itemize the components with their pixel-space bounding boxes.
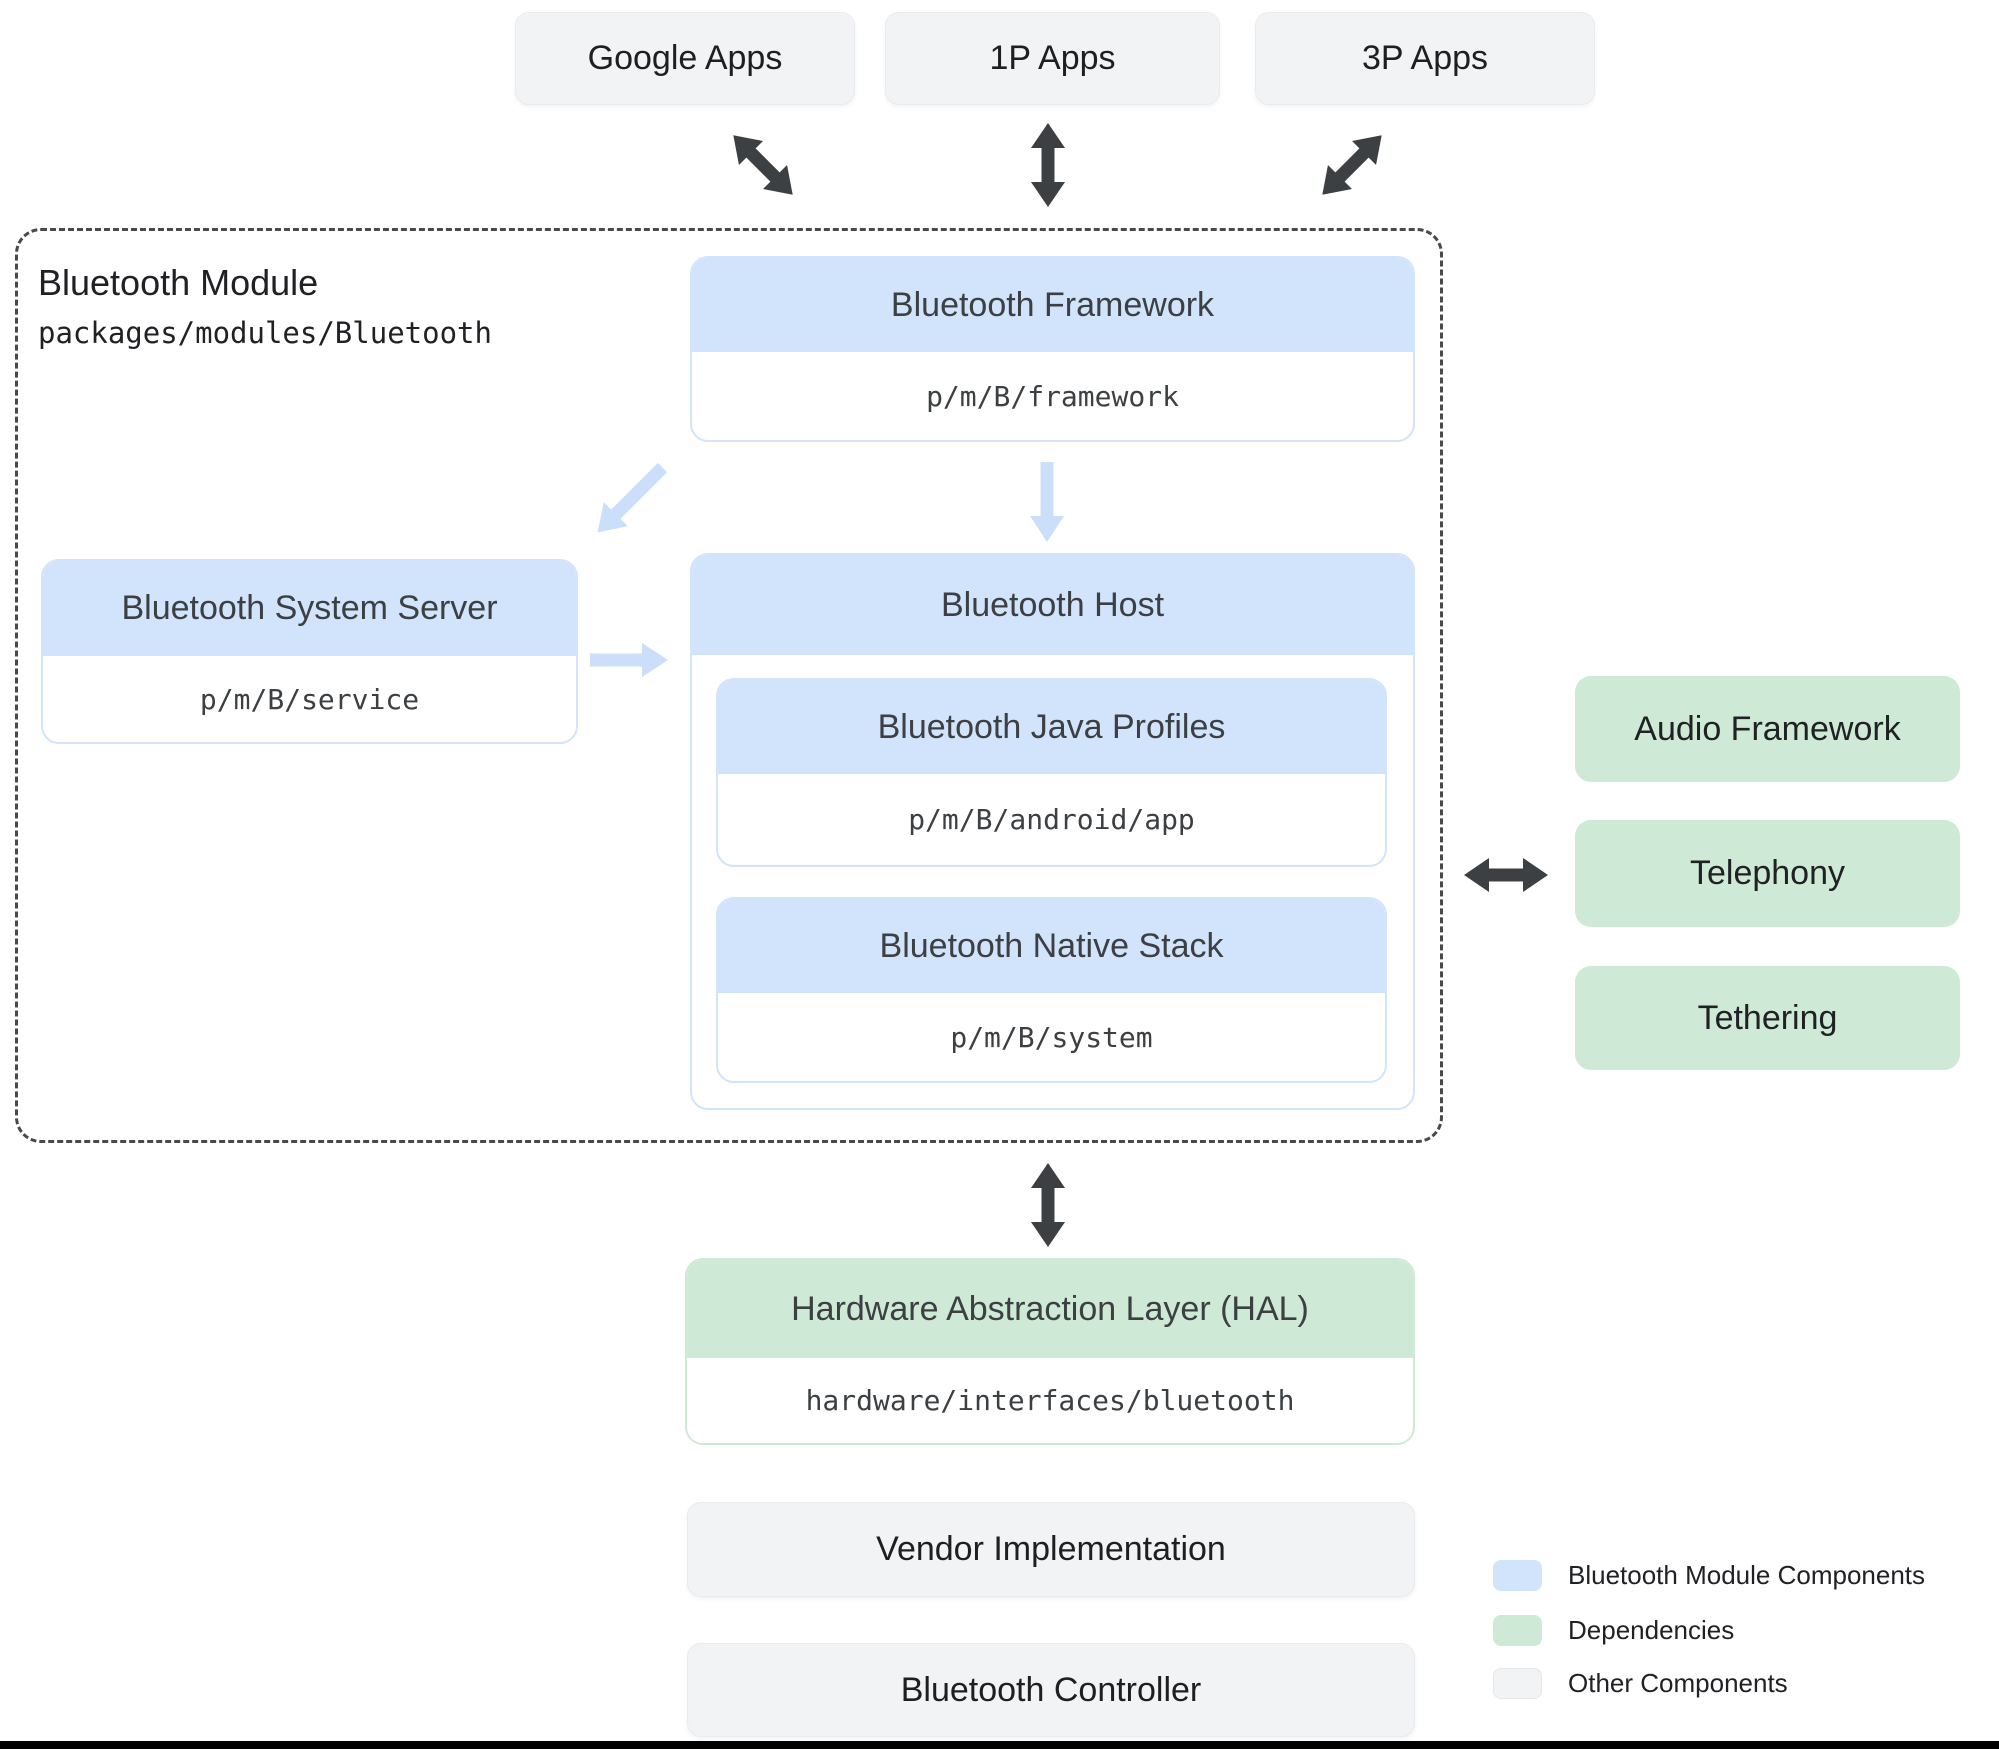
- legend-label-module-components: Bluetooth Module Components: [1568, 1560, 1926, 1590]
- hal-path: hardware/interfaces/bluetooth: [805, 1384, 1295, 1417]
- bluetooth-framework-path: p/m/B/framework: [926, 379, 1179, 413]
- system-server-to-host-arrow-icon: [590, 640, 668, 680]
- tethering-label: Tethering: [1697, 998, 1838, 1037]
- first-party-apps-label: 1P Apps: [989, 39, 1116, 77]
- bluetooth-controller-box: Bluetooth Controller: [687, 1643, 1415, 1737]
- google-apps-bidirectional-arrow-icon: [718, 120, 809, 211]
- google-apps-label: Google Apps: [587, 39, 783, 77]
- screenshot-bottom-edge: [0, 1741, 1999, 1749]
- legend-label-other-components: Other Components: [1568, 1668, 1788, 1698]
- legend-swatch-dependencies: [1493, 1615, 1542, 1646]
- bluetooth-native-stack-title: Bluetooth Native Stack: [718, 899, 1385, 993]
- bluetooth-module-title: Bluetooth Module: [38, 262, 319, 303]
- bluetooth-java-profiles-path: p/m/B/android/app: [908, 803, 1195, 836]
- tethering-box: Tethering: [1575, 966, 1960, 1070]
- bluetooth-system-server-card: Bluetooth System Server p/m/B/service: [41, 559, 578, 744]
- bluetooth-host-title: Bluetooth Host: [692, 555, 1413, 655]
- bluetooth-controller-label: Bluetooth Controller: [900, 1670, 1202, 1709]
- hal-card: Hardware Abstraction Layer (HAL) hardwar…: [685, 1258, 1415, 1445]
- module-to-dependencies-bidirectional-arrow-icon: [1464, 853, 1548, 897]
- telephony-label: Telephony: [1689, 854, 1845, 892]
- bluetooth-native-stack-card: Bluetooth Native Stack p/m/B/system: [716, 897, 1387, 1083]
- legend-swatch-module-components: [1493, 1560, 1542, 1591]
- google-apps-box: Google Apps: [515, 12, 855, 105]
- framework-to-host-arrow-icon: [1027, 462, 1067, 542]
- vendor-implementation-box: Vendor Implementation: [687, 1502, 1415, 1597]
- framework-to-system-server-arrow-icon: [583, 453, 676, 546]
- bluetooth-java-profiles-card: Bluetooth Java Profiles p/m/B/android/ap…: [716, 678, 1387, 867]
- bluetooth-module-path: packages/modules/Bluetooth: [38, 316, 492, 350]
- first-party-apps-bidirectional-arrow-icon: [1026, 123, 1070, 207]
- bluetooth-system-server-path: p/m/B/service: [199, 682, 420, 716]
- bluetooth-module-container: [15, 228, 1443, 1143]
- telephony-box: Telephony: [1575, 820, 1960, 927]
- third-party-apps-box: 3P Apps: [1255, 12, 1595, 105]
- vendor-implementation-label: Vendor Implementation: [876, 1530, 1226, 1568]
- module-to-hal-bidirectional-arrow-icon: [1026, 1163, 1070, 1247]
- third-party-apps-label: 3P Apps: [1361, 39, 1489, 77]
- bluetooth-system-server-title: Bluetooth System Server: [43, 561, 576, 656]
- audio-framework-box: Audio Framework: [1575, 676, 1960, 782]
- third-party-apps-bidirectional-arrow-icon: [1307, 120, 1398, 211]
- bluetooth-native-stack-path: p/m/B/system: [950, 1020, 1153, 1054]
- legend-swatch-other-components: [1493, 1668, 1542, 1699]
- bluetooth-framework-title: Bluetooth Framework: [692, 258, 1413, 352]
- bluetooth-framework-card: Bluetooth Framework p/m/B/framework: [690, 256, 1415, 442]
- bluetooth-java-profiles-title: Bluetooth Java Profiles: [718, 680, 1385, 774]
- first-party-apps-box: 1P Apps: [885, 12, 1220, 105]
- audio-framework-label: Audio Framework: [1634, 709, 1901, 748]
- hal-title: Hardware Abstraction Layer (HAL): [687, 1260, 1413, 1358]
- legend-label-dependencies: Dependencies: [1568, 1615, 1735, 1645]
